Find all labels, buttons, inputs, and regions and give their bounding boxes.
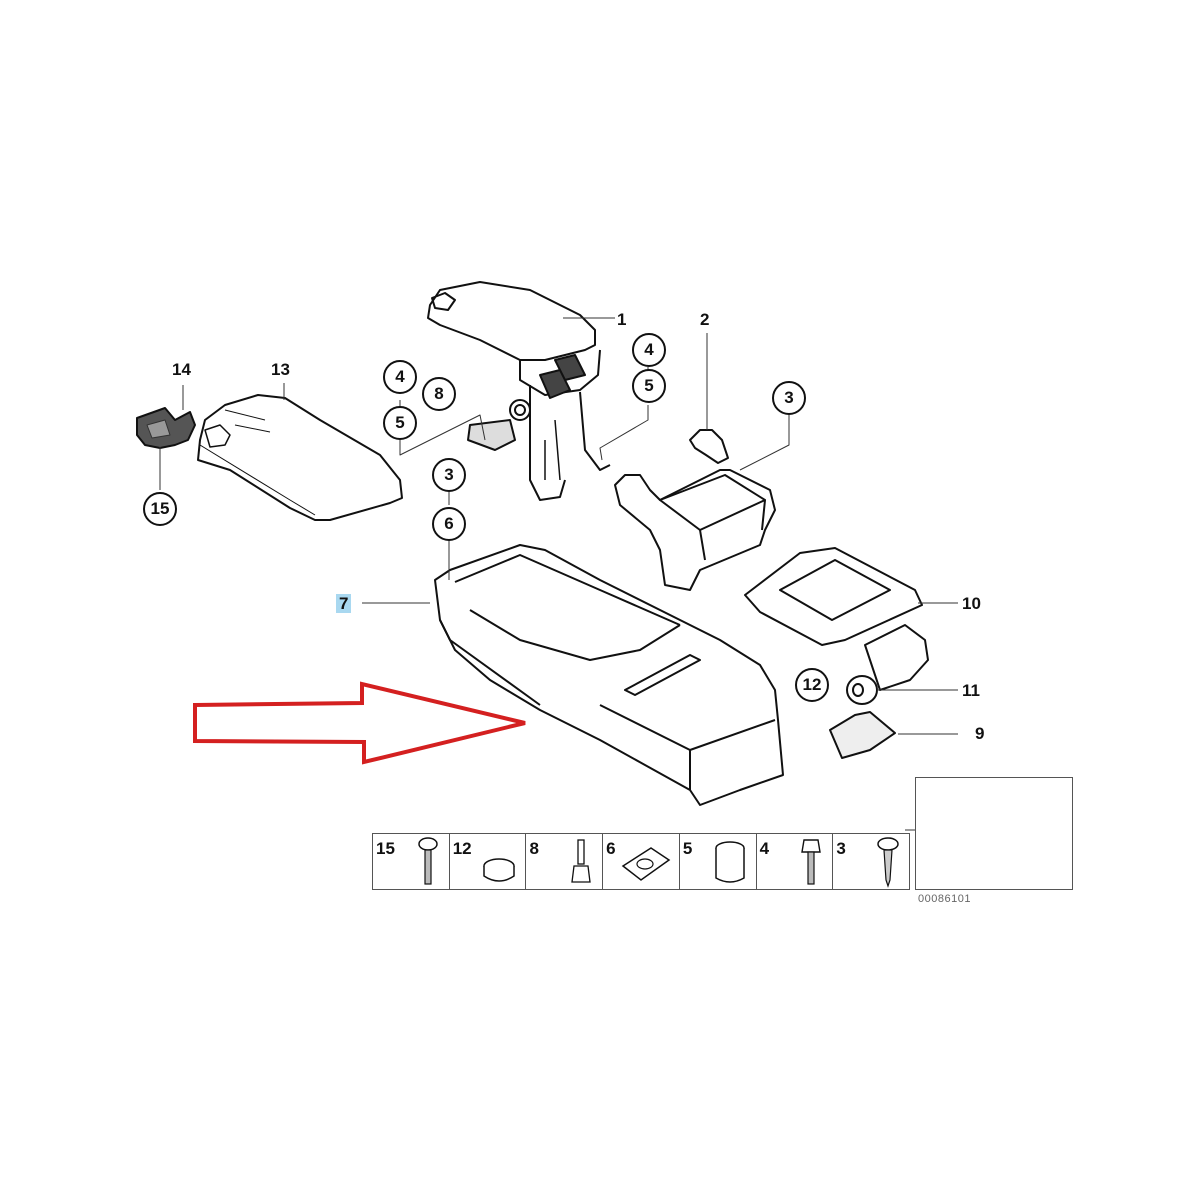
part-1-armrest-hinge <box>427 281 611 501</box>
callout-circle-4-left: 4 <box>383 360 417 394</box>
sleeve-bushing-icon <box>714 841 745 883</box>
part-3-tray <box>614 469 776 591</box>
callout-circle-3-mid: 3 <box>432 458 466 492</box>
hardware-cell-8: 8 <box>526 834 604 889</box>
callout-circle-8: 8 <box>422 377 456 411</box>
vehicle-reference-box <box>915 777 1073 890</box>
hardware-cell-3: 3 <box>833 834 909 889</box>
callout-circle-4-right: 4 <box>632 333 666 367</box>
callout-2: 2 <box>700 310 710 329</box>
callout-circle-5-left: 5 <box>383 406 417 440</box>
callout-circle-6: 6 <box>432 507 466 541</box>
callout-circle-5-right: 5 <box>632 369 666 403</box>
part-11-roller <box>846 624 929 705</box>
part-9-cover <box>829 711 896 759</box>
red-arrow-annotation <box>193 681 526 765</box>
callout-13: 13 <box>271 360 290 379</box>
clip-nut-icon <box>621 847 671 881</box>
callout-1: 1 <box>617 310 627 329</box>
hardware-cell-15: 15 <box>373 834 450 889</box>
callout-7-highlighted: 7 <box>336 594 352 613</box>
stud-pin-icon <box>571 839 591 883</box>
part-7-console-base <box>434 544 784 806</box>
part-14-clip <box>136 407 196 449</box>
hardware-cell-5: 5 <box>680 834 757 889</box>
diagram-reference-code: 00086101 <box>918 893 971 905</box>
hardware-cell-12: 12 <box>450 834 527 889</box>
callout-11: 11 <box>962 681 980 700</box>
part-10-ashtray <box>744 547 923 646</box>
callout-circle-3-right: 3 <box>772 381 806 415</box>
callout-10: 10 <box>962 594 981 613</box>
callout-14: 14 <box>172 360 191 379</box>
callout-circle-12: 12 <box>795 668 829 702</box>
bolt-icon <box>801 839 822 885</box>
callout-circle-15: 15 <box>143 492 177 526</box>
tapping-screw-icon <box>877 837 899 888</box>
callout-9: 9 <box>975 724 985 743</box>
hardware-cell-4: 4 <box>757 834 834 889</box>
cap-plug-icon <box>483 858 516 882</box>
part-13-armrest-lid <box>197 394 403 521</box>
part-2-cover <box>689 429 729 464</box>
hardware-cell-6: 6 <box>603 834 680 889</box>
screw-icon <box>417 837 438 885</box>
hardware-table: 15 12 8 6 5 4 3 <box>372 833 910 890</box>
